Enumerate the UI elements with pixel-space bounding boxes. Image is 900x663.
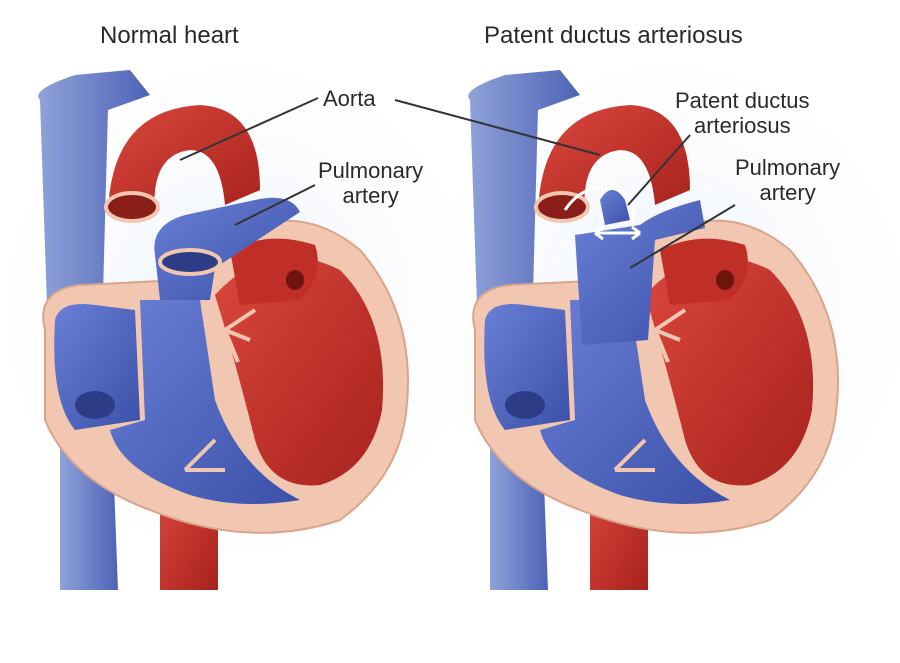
normal-heart-illustration: [0, 48, 492, 592]
aorta-label: Aorta: [323, 86, 376, 111]
pda-label-line2: arteriosus: [693, 113, 791, 139]
pda-pulmonary-artery-label-line2: artery: [759, 180, 816, 206]
pda-leader-line: [627, 134, 691, 206]
pulmonary-artery-label-line1: Pulmonary: [318, 158, 424, 183]
aorta-leader-line-right: [394, 99, 601, 156]
pulmonary-artery-label: Pulmonary artery: [318, 158, 423, 209]
normal-heart-title: Normal heart: [100, 22, 239, 49]
pulmonary-artery-leader-line: [234, 184, 316, 226]
pda-label-line1: Patent ductus: [675, 88, 810, 113]
pulmonary-artery-label-line2: artery: [342, 183, 399, 209]
pda-label: Patent ductus arteriosus: [675, 88, 810, 139]
pda-title: Patent ductus arteriosus: [484, 22, 743, 49]
pda-pulmonary-artery-label-line1: Pulmonary: [735, 155, 841, 180]
aorta-leader-line: [179, 97, 319, 161]
pda-heart-illustration: [394, 48, 900, 592]
pda-pulmonary-artery-label: Pulmonary artery: [735, 155, 840, 206]
pda-pulmonary-artery-leader-line: [629, 204, 736, 269]
